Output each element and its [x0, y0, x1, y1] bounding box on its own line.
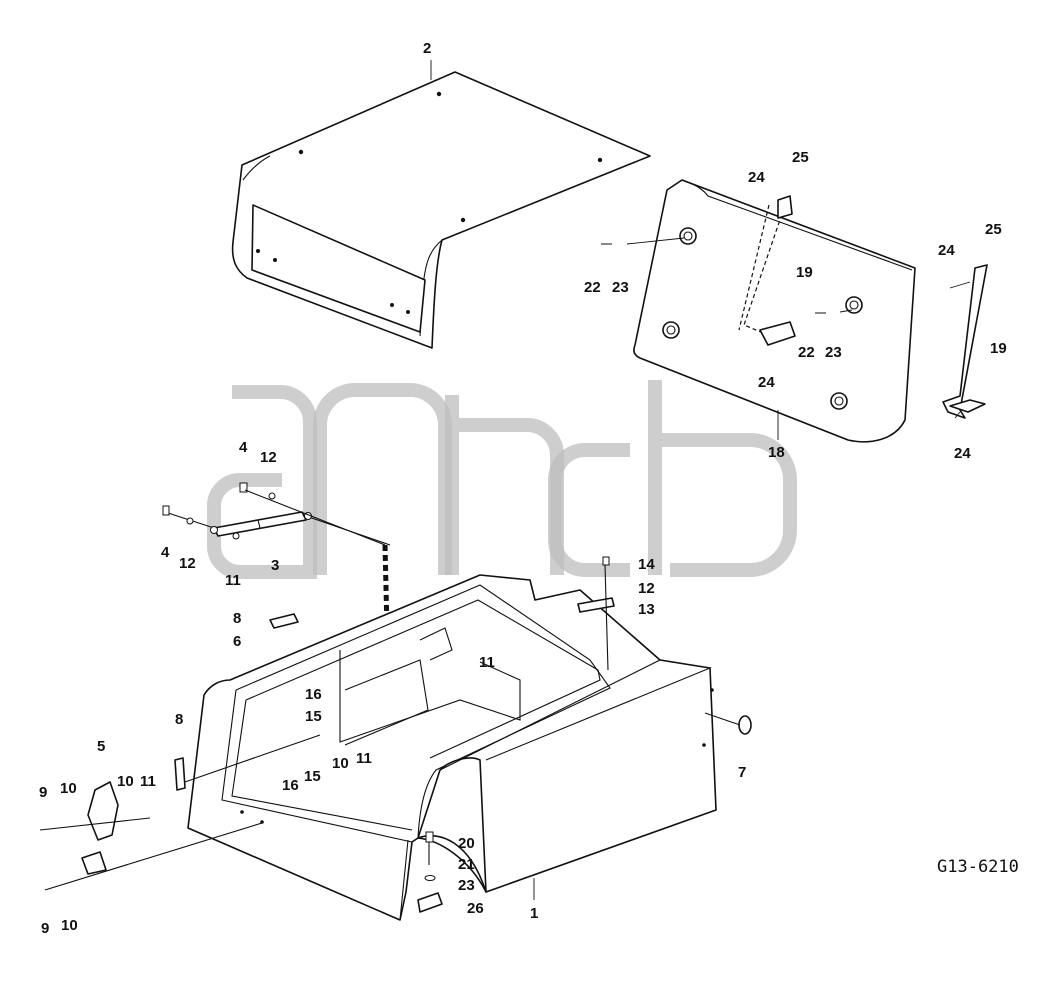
callout-12: 12: [179, 555, 196, 572]
callout-12: 12: [260, 449, 277, 466]
callout-14: 14: [638, 556, 655, 573]
callout-3: 3: [271, 557, 279, 574]
callout-2: 2: [423, 40, 431, 57]
callout-9: 9: [41, 920, 49, 937]
callout-20: 20: [458, 835, 475, 852]
callout-5: 5: [97, 738, 105, 755]
callout-24: 24: [938, 242, 955, 259]
rear-panel-part-18: [633, 179, 916, 443]
callout-8: 8: [233, 610, 241, 627]
callout-23: 23: [825, 344, 842, 361]
callout-8: 8: [175, 711, 183, 728]
callout-23: 23: [458, 877, 475, 894]
callout-11: 11: [225, 572, 241, 589]
callout-7: 7: [738, 764, 746, 781]
gas-strut-part-3: [162, 482, 391, 631]
callout-24: 24: [758, 374, 775, 391]
hood-body-part-1: [187, 574, 717, 921]
callout-15: 15: [305, 708, 322, 725]
roof-panel-part-2: [231, 71, 651, 349]
callout-11: 11: [356, 750, 372, 767]
callout-6: 6: [233, 633, 241, 650]
bracket-part-19: [738, 195, 988, 419]
callout-25: 25: [792, 149, 809, 166]
plate-part-13: [577, 556, 615, 671]
drawing-number: G13-6210: [937, 857, 1019, 877]
callout-13: 13: [638, 601, 655, 618]
callout-19: 19: [990, 340, 1007, 357]
callout-19: 19: [796, 264, 813, 281]
callout-23: 23: [612, 279, 629, 296]
callout-24: 24: [748, 169, 765, 186]
callout-21: 21: [458, 856, 475, 873]
callout-25: 25: [985, 221, 1002, 238]
bolt-stack-part-20: [424, 831, 436, 881]
handle-part-8: [174, 613, 321, 791]
callout-labels: 2 25 24 19 22 23 25 24 19 22 23 24 18 24…: [39, 40, 1007, 937]
callout-22: 22: [584, 279, 601, 296]
callout-11: 11: [479, 654, 495, 671]
callout-4: 4: [161, 544, 170, 561]
callout-26: 26: [467, 900, 484, 917]
callout-16: 16: [305, 686, 322, 703]
callout-10: 10: [61, 917, 78, 934]
callout-4: 4: [239, 439, 248, 456]
callout-10: 10: [60, 780, 77, 797]
callout-15: 15: [304, 768, 321, 785]
callout-9: 9: [39, 784, 47, 801]
callout-10: 10: [332, 755, 349, 772]
callout-12: 12: [638, 580, 655, 597]
callout-11: 11: [140, 773, 156, 790]
leader-lines: [430, 60, 971, 900]
plug-part-7: [704, 712, 752, 735]
watermark-logo: TM: [207, 373, 797, 579]
latch-part-5: [39, 781, 263, 891]
callout-16: 16: [282, 777, 299, 794]
callout-1: 1: [530, 905, 538, 922]
callout-10: 10: [117, 773, 134, 790]
callout-22: 22: [798, 344, 815, 361]
callout-18: 18: [768, 444, 785, 461]
callout-24: 24: [954, 445, 971, 462]
